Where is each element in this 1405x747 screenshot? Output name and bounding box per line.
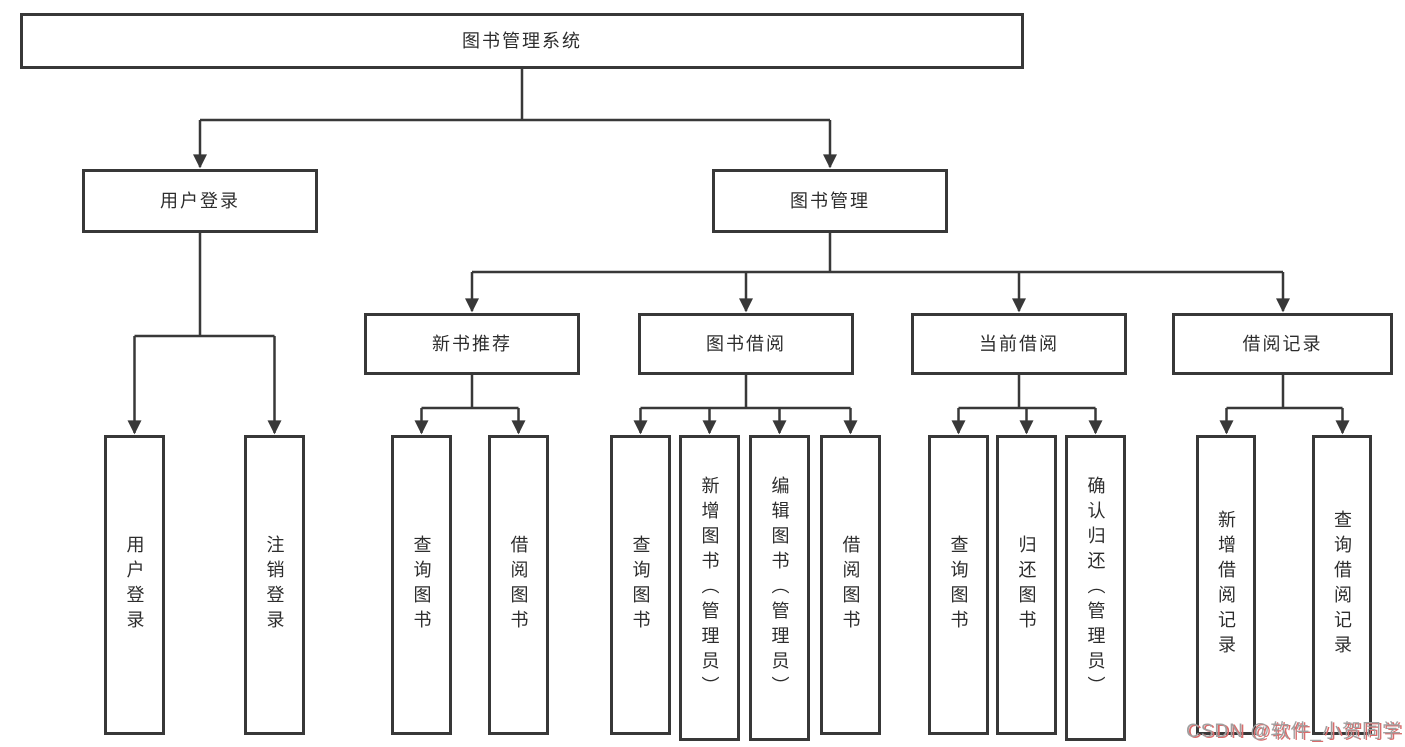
node-book-management: 图书管理 [712, 169, 948, 233]
node-label: 图书管理 [790, 191, 870, 211]
node-user-login-leaf: 用户登录 [104, 435, 165, 735]
node-label: 新增借阅记录 [1216, 510, 1236, 660]
node-label: 归还图书 [1016, 535, 1037, 635]
node-book-borrow: 图书借阅 [638, 313, 854, 375]
node-confirm-return-admin: 确认归还（管理员） [1065, 435, 1126, 741]
node-borrow-books-under-newbooks: 借阅图书 [488, 435, 549, 735]
node-borrow-records: 借阅记录 [1172, 313, 1393, 375]
node-label: 注销登录 [264, 535, 285, 635]
edge-bookborrow-to-children [640, 374, 851, 410]
node-return-books: 归还图书 [996, 435, 1057, 735]
edge-bookmgmt-to-children [472, 233, 1283, 274]
node-label: 查询图书 [948, 535, 969, 635]
node-query-books-under-currentborrow: 查询图书 [928, 435, 989, 735]
node-label: 借阅图书 [508, 535, 529, 635]
edge-userlogin-to-children [134, 233, 275, 338]
node-borrow-books-under-bookborrow: 借阅图书 [820, 435, 881, 735]
node-library-system: 图书管理系统 [20, 13, 1024, 69]
node-query-books-under-newbooks: 查询图书 [391, 435, 452, 735]
node-new-book-recommend: 新书推荐 [364, 313, 580, 375]
node-label: 查询图书 [411, 535, 432, 635]
node-label: 新书推荐 [432, 334, 512, 354]
node-label: 查询借阅记录 [1332, 510, 1352, 660]
node-label: 确认归还（管理员） [1085, 475, 1106, 701]
node-label: 查询图书 [630, 535, 651, 635]
node-query-books-under-bookborrow: 查询图书 [610, 435, 671, 735]
edge-root-to-level2 [200, 69, 830, 122]
node-user-login: 用户登录 [82, 169, 318, 233]
edge-newbooks-to-children [421, 374, 519, 410]
node-label: 用户登录 [160, 191, 240, 211]
node-query-borrow-record: 查询借阅记录 [1312, 435, 1372, 735]
edge-currentborrow-to-children [958, 374, 1096, 410]
node-label: 新增图书（管理员） [699, 475, 720, 701]
node-edit-books-admin: 编辑图书（管理员） [749, 435, 810, 741]
node-add-books-admin: 新增图书（管理员） [679, 435, 740, 741]
node-label: 用户登录 [124, 535, 145, 635]
node-label: 借阅图书 [840, 535, 861, 635]
node-label: 图书管理系统 [462, 31, 582, 51]
node-label: 借阅记录 [1242, 334, 1323, 354]
edge-borrowrecords-to-children [1226, 374, 1343, 410]
node-label: 编辑图书（管理员） [769, 475, 790, 701]
node-add-borrow-record: 新增借阅记录 [1196, 435, 1256, 735]
node-logout-leaf: 注销登录 [244, 435, 305, 735]
node-label: 图书借阅 [706, 334, 786, 354]
csdn-watermark: CSDN @软件_小贺同学 [1186, 721, 1402, 742]
node-current-borrow: 当前借阅 [911, 313, 1127, 375]
node-label: 当前借阅 [979, 334, 1059, 354]
